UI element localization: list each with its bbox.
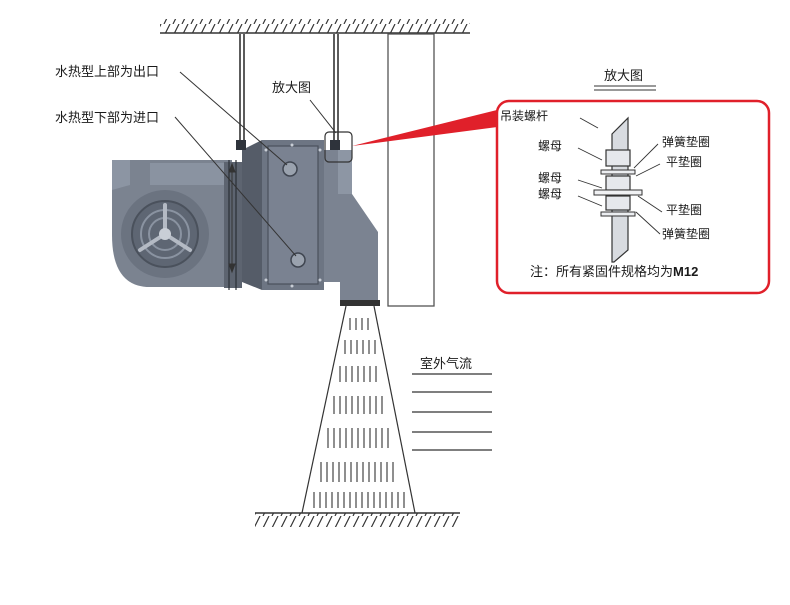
fastener-note-text: 注：所有紧固件规格均为 — [530, 264, 673, 280]
flat-washer-top-label: 平垫圈 — [666, 154, 702, 169]
wall-column — [387, 33, 435, 307]
outdoor-airflow-lines — [412, 373, 492, 451]
rod-label: 吊装螺杆 — [500, 109, 548, 123]
enlarge-leader — [309, 99, 337, 134]
floor — [255, 512, 460, 527]
detail-leaders — [577, 117, 663, 235]
detail-callout-box — [495, 99, 771, 295]
enlarge-label: 放大图 — [272, 81, 311, 96]
nut-mid1-label: 螺母 — [538, 171, 562, 185]
flat-washer-bottom-label: 平垫圈 — [666, 202, 702, 217]
ceiling — [160, 19, 470, 34]
airflow-hatching — [313, 318, 405, 508]
nut-mid2-label: 螺母 — [538, 187, 562, 201]
nut-top-label: 螺母 — [538, 139, 562, 153]
fastener-spec: M12 — [673, 264, 698, 279]
airflow-cone — [301, 305, 416, 514]
upper-outlet-label: 水热型上部为出口 — [55, 65, 159, 80]
outdoor-airflow-label: 室外气流 — [420, 356, 472, 372]
enlarge-marker-box — [324, 131, 353, 163]
lower-inlet-label: 水热型下部为进口 — [55, 111, 159, 126]
spring-washer-top-label: 弹簧垫圈 — [662, 134, 710, 149]
fastener-note: 注：所有紧固件规格均为M12 — [530, 264, 698, 280]
lower-inlet-leader — [174, 116, 297, 257]
lower-pipe-port — [290, 252, 306, 268]
heater-unit — [112, 140, 380, 306]
detail-title: 放大图 — [604, 69, 643, 84]
hanging-rods — [239, 34, 339, 142]
upper-outlet-leader — [179, 71, 288, 166]
bolt-assembly — [593, 116, 643, 263]
callout-pointer — [352, 108, 505, 146]
spring-washer-bottom-label: 弹簧垫圈 — [662, 226, 710, 241]
upper-pipe-port — [282, 161, 298, 177]
